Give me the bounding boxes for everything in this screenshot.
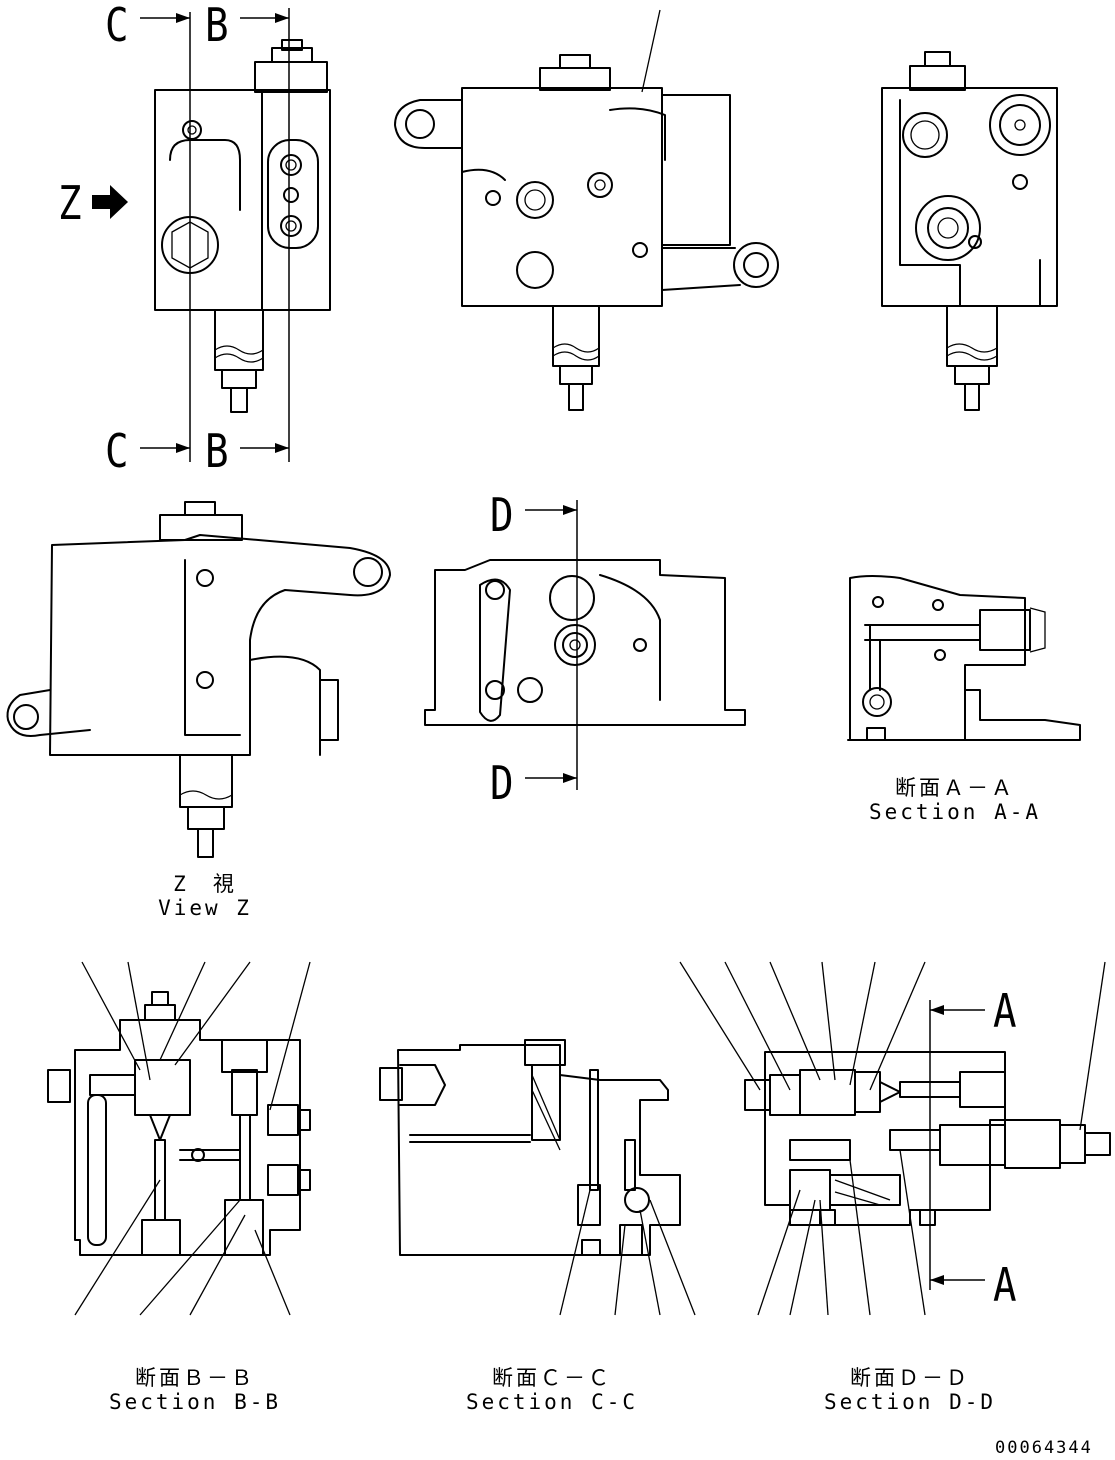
caption-view-z: Z 視 View Z	[85, 872, 325, 920]
caption-section-dd: 断面Ｄ－Ｄ Section D-D	[790, 1366, 1030, 1414]
section-cc-drawing	[379, 1039, 696, 1316]
caption-section-dd-en: Section D-D	[823, 1390, 997, 1414]
section-bb-drawing	[47, 961, 311, 1316]
caption-section-aa: 断面Ａ－Ａ Section A-A	[835, 776, 1075, 824]
caption-view-z-en: View Z	[158, 896, 252, 920]
section-marker-d-top: D	[490, 488, 514, 542]
caption-view-z-jp: Z 視	[173, 872, 237, 896]
view-z-drawing	[6, 501, 391, 858]
section-marker-d-bottom: D	[490, 756, 514, 810]
section-marker-b-bottom: B	[205, 424, 229, 478]
section-marker-c-top: C	[105, 0, 129, 52]
caption-section-cc: 断面Ｃ－Ｃ Section C-C	[432, 1366, 672, 1414]
caption-section-aa-en: Section A-A	[868, 800, 1042, 824]
top-right-view	[881, 51, 1058, 411]
section-marker-c-bottom: C	[105, 424, 129, 478]
caption-section-bb: 断面Ｂ－Ｂ Section B-B	[75, 1366, 315, 1414]
middle-view-drawing	[424, 500, 746, 790]
caption-section-bb-jp: 断面Ｂ－Ｂ	[135, 1366, 255, 1390]
section-marker-a-top: A	[993, 984, 1017, 1038]
section-dd-drawing	[679, 961, 1111, 1316]
view-marker-z: Z	[58, 176, 82, 230]
top-left-view	[92, 8, 331, 462]
caption-section-cc-en: Section C-C	[465, 1390, 639, 1414]
caption-section-cc-jp: 断面Ｃ－Ｃ	[492, 1366, 612, 1390]
caption-section-aa-jp: 断面Ａ－Ａ	[895, 776, 1015, 800]
top-middle-view	[394, 9, 779, 411]
caption-section-bb-en: Section B-B	[108, 1390, 282, 1414]
caption-section-dd-jp: 断面Ｄ－Ｄ	[850, 1366, 970, 1390]
section-aa-drawing	[847, 575, 1081, 741]
drawing-number: 00064344	[995, 1438, 1093, 1458]
section-marker-b-top: B	[205, 0, 229, 52]
section-marker-a-bottom: A	[993, 1258, 1017, 1312]
